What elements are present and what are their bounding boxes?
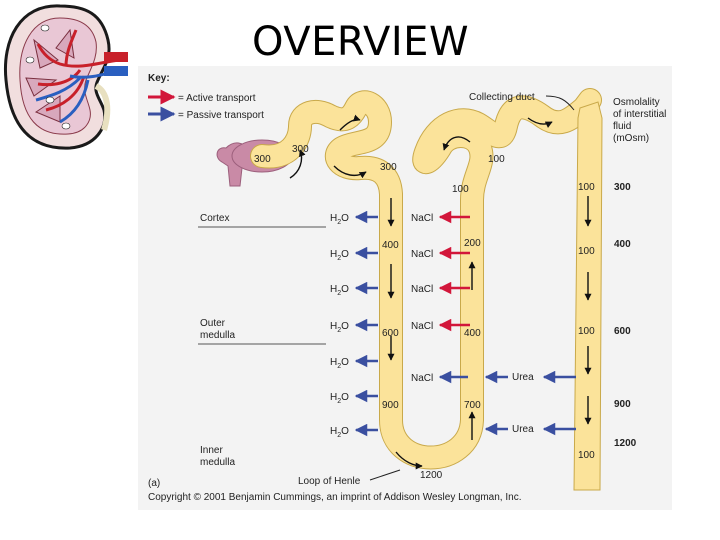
value-cd-3: 100 xyxy=(578,326,595,337)
value-bottom: 1200 xyxy=(420,470,443,481)
panel-label: (a) xyxy=(148,478,160,489)
water-label: H2O xyxy=(330,284,349,297)
interstitial-1200: 1200 xyxy=(614,438,637,449)
key-passive-label: = Passive transport xyxy=(178,110,264,121)
interstitial-values: 300 400 600 900 1200 xyxy=(614,182,637,449)
svg-text:(mOsm): (mOsm) xyxy=(613,133,649,144)
interstitial-600: 600 xyxy=(614,326,631,337)
svg-text:of interstitial: of interstitial xyxy=(613,109,666,120)
value-desc-400: 400 xyxy=(382,240,399,251)
value-desc-top: 300 xyxy=(380,162,397,173)
kidney-illustration xyxy=(3,4,128,150)
collecting-duct-leader xyxy=(545,95,575,111)
zone-outer-line1: Outer xyxy=(200,318,226,329)
value-cd-1: 100 xyxy=(578,182,595,193)
value-desc-900: 900 xyxy=(382,400,399,411)
collecting-duct-label: Collecting duct xyxy=(469,92,535,103)
value-asc-top: 100 xyxy=(452,184,469,195)
nacl-label: NaCl xyxy=(411,284,433,295)
zone-cortex: Cortex xyxy=(200,213,229,224)
zone-inner-line1: Inner xyxy=(200,445,223,456)
nacl-label: NaCl xyxy=(411,213,433,224)
value-desc-600: 600 xyxy=(382,328,399,339)
flow-arrows xyxy=(289,114,592,470)
value-asc-400: 400 xyxy=(464,328,481,339)
urea-label-2: Urea xyxy=(512,424,534,435)
value-asc-700: 700 xyxy=(464,400,481,411)
nacl-label: NaCl xyxy=(411,249,433,260)
key-heading: Key: xyxy=(148,73,170,84)
slide-title: OVERVIEW xyxy=(252,19,470,65)
water-transport: H2O H2O H2O H2O H2O H2O H2O xyxy=(330,210,378,439)
tubule-values: 300 300 300 400 600 900 1200 700 400 200… xyxy=(254,144,595,481)
water-label: H2O xyxy=(330,321,349,334)
key: Key: = Active transport = Passive transp… xyxy=(148,73,264,122)
zone-outer-line2: medulla xyxy=(200,330,235,341)
urea-label-1: Urea xyxy=(512,372,534,383)
water-label: H2O xyxy=(330,213,349,226)
urea-transport: Urea Urea xyxy=(484,370,576,436)
nacl-label: NaCl xyxy=(411,373,433,384)
loop-label: Loop of Henle xyxy=(298,476,361,487)
value-dct: 100 xyxy=(488,154,505,165)
svg-text:Osmolality: Osmolality xyxy=(613,97,660,108)
interstitial-300: 300 xyxy=(614,182,631,193)
osmolality-label: Osmolality of interstitial fluid (mOsm) xyxy=(613,97,666,144)
value-cd-4: 100 xyxy=(578,450,595,461)
water-label: H2O xyxy=(330,426,349,439)
water-label: H2O xyxy=(330,392,349,405)
interstitial-900: 900 xyxy=(614,399,631,410)
svg-text:fluid: fluid xyxy=(613,121,631,132)
interstitial-400: 400 xyxy=(614,239,631,250)
loop-leader xyxy=(369,469,401,481)
nacl-label: NaCl xyxy=(411,321,433,332)
key-active-label: = Active transport xyxy=(178,93,256,104)
water-label: H2O xyxy=(330,357,349,370)
value-pct: 300 xyxy=(292,144,309,155)
value-bowman: 300 xyxy=(254,154,271,165)
value-asc-200: 200 xyxy=(464,238,481,249)
value-cd-2: 100 xyxy=(578,246,595,257)
water-label: H2O xyxy=(330,249,349,262)
copyright: Copyright © 2001 Benjamin Cummings, an i… xyxy=(148,492,521,503)
zone-inner-line2: medulla xyxy=(200,457,235,468)
